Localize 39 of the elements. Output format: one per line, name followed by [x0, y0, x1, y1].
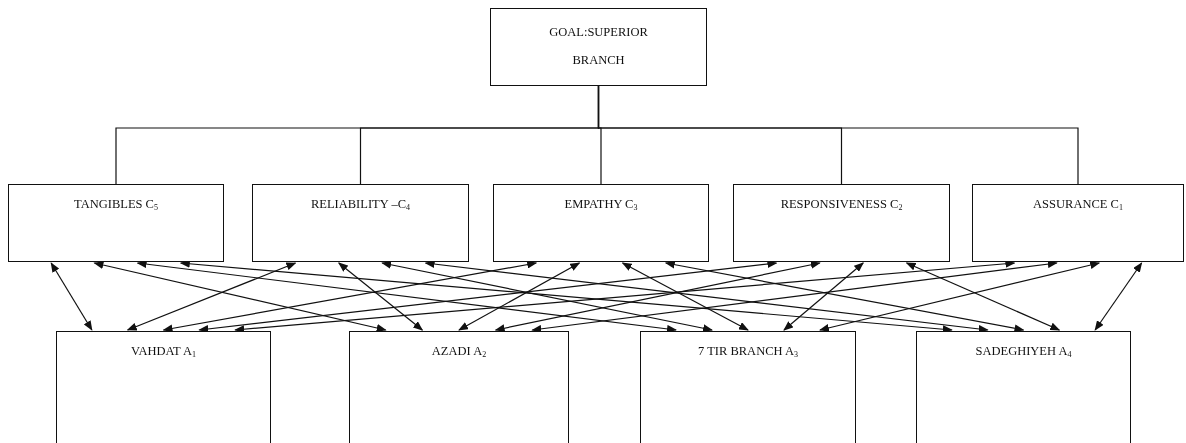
node-label: VAHDAT A$_{1}$: [131, 344, 196, 360]
double-arrow: [338, 262, 424, 331]
node-box: [349, 331, 569, 443]
double-arrow: [381, 260, 713, 333]
double-arrow: [783, 262, 864, 331]
double-arrow: [93, 261, 387, 332]
node-label: TANGIBLES C$_{5}$: [74, 197, 158, 213]
double-arrow: [50, 262, 93, 331]
node-box: [640, 331, 856, 443]
node-label: GOAL:SUPERIOR BRANCH: [548, 24, 649, 69]
node-label: RELIABILITY –C$_{4}$: [311, 197, 410, 213]
double-arrow: [458, 262, 581, 331]
double-arrow: [424, 260, 989, 333]
double-arrow: [819, 261, 1101, 332]
double-arrow: [1094, 262, 1143, 331]
node-box: [916, 331, 1131, 443]
double-arrow: [126, 262, 297, 331]
node-label: EMPATHY C$_{3}$: [564, 197, 638, 213]
double-arrow: [162, 260, 538, 333]
node-box: [490, 8, 707, 86]
node-box: [252, 184, 469, 262]
node-box: [493, 184, 709, 262]
node-label: AZADI A$_{2}$: [431, 344, 487, 360]
double-arrow: [531, 260, 1058, 333]
node-label: SADEGHIYEH A$_{4}$: [975, 344, 1072, 360]
double-arrow: [198, 260, 778, 333]
connector-line: [597, 85, 1079, 185]
node-label: RESPONSIVENESS C$_{2}$: [780, 197, 903, 213]
double-arrow: [621, 262, 749, 331]
double-arrow: [905, 262, 1061, 331]
node-label: 7 TIR BRANCH A$_{3}$: [698, 344, 798, 360]
node-box: [972, 184, 1184, 262]
node-label: ASSURANCE C$_{1}$: [1033, 197, 1123, 213]
double-arrow: [494, 260, 821, 333]
node-box: [56, 331, 271, 443]
double-arrow: [136, 260, 677, 333]
node-box: [733, 184, 950, 262]
double-arrow: [664, 260, 1025, 333]
node-box: [8, 184, 224, 262]
